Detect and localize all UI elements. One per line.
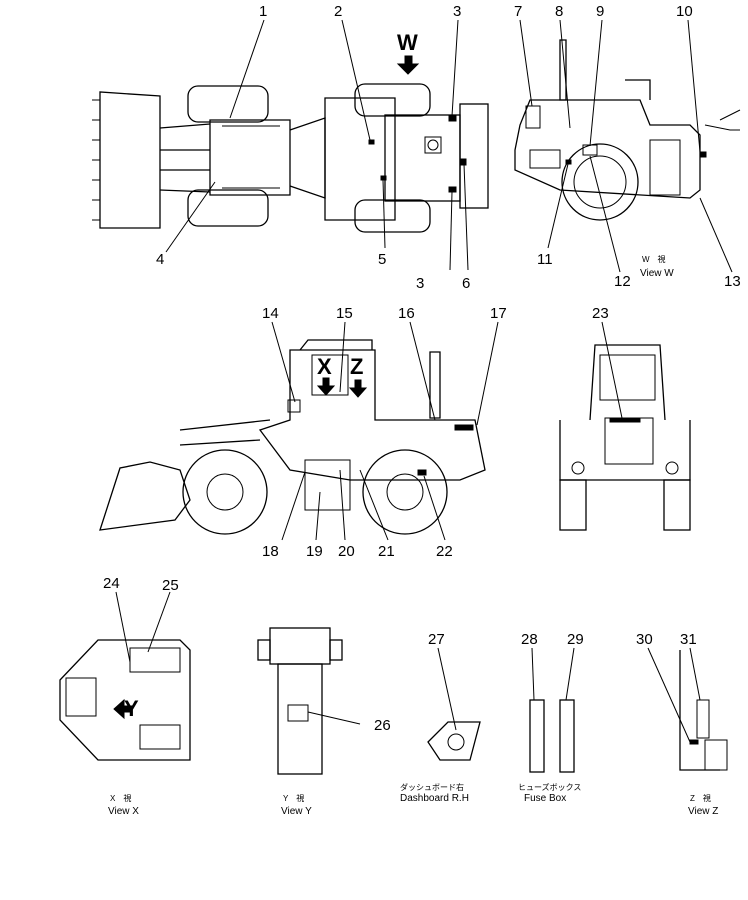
svg-text:W: W: [397, 30, 418, 55]
top-view-drawing: [92, 83, 489, 233]
leader-lines: [115, 19, 733, 743]
callout-18: 18: [262, 543, 279, 560]
callout-3b: 3: [416, 275, 424, 292]
view-x-jp-label: X 視: [110, 794, 131, 803]
callout-8: 8: [555, 3, 563, 20]
callout-26: 26: [374, 717, 391, 734]
svg-text:Y: Y: [124, 696, 139, 721]
view-z-drawing: [679, 650, 728, 771]
callout-24: 24: [103, 575, 120, 592]
view-z-arrow: Z: [348, 354, 368, 398]
svg-text:Z: Z: [350, 354, 363, 379]
fusebox-jp-label: ヒューズボックス: [518, 782, 581, 792]
callout-23: 23: [592, 305, 609, 322]
callout-16: 16: [398, 305, 415, 322]
callout-1: 1: [259, 3, 267, 20]
callout-7: 7: [514, 3, 522, 20]
callout-30: 30: [636, 631, 653, 648]
callout-11: 11: [537, 251, 553, 268]
callout-29: 29: [567, 631, 584, 648]
callout-28: 28: [521, 631, 538, 648]
view-labels: W 視 View W X 視 View X Y 視 View Y ダッシュボード…: [108, 255, 718, 817]
callout-22: 22: [436, 543, 453, 560]
callout-9: 9: [596, 3, 604, 20]
callout-21: 21: [378, 543, 395, 560]
callout-14: 14: [262, 305, 279, 322]
callout-10: 10: [676, 3, 693, 20]
callout-12: 12: [614, 273, 631, 290]
view-x-label: View X: [108, 806, 139, 817]
view-x-arrow: X: [316, 354, 336, 396]
callout-25: 25: [162, 577, 179, 594]
callout-4: 4: [156, 251, 164, 268]
callout-27: 27: [428, 631, 445, 648]
callout-numbers: 1 2 3 4 5 3 6 7 8 9 10 11 12 13 14 15 16…: [103, 3, 741, 734]
svg-text:X: X: [317, 354, 332, 379]
fusebox-label: Fuse Box: [524, 793, 566, 804]
view-z-label: View Z: [688, 806, 718, 817]
view-w-arrow: W: [396, 30, 420, 75]
view-y-label: View Y: [281, 806, 312, 817]
callout-2: 2: [334, 3, 342, 20]
callout-5: 5: [378, 251, 386, 268]
view-w-jp-label: W 視: [642, 255, 666, 264]
callout-20: 20: [338, 543, 355, 560]
view-x-drawing: Y: [59, 639, 191, 761]
view-w-label: View W: [640, 268, 674, 279]
side-view-drawing: [99, 339, 486, 535]
dashboard-drawing: [427, 721, 481, 761]
callout-6: 6: [462, 275, 470, 292]
front-view-drawing: [559, 344, 691, 531]
callout-13: 13: [724, 273, 741, 290]
dashboard-label: Dashboard R.H: [400, 793, 469, 804]
fusebox-drawing: [529, 699, 575, 773]
callout-19: 19: [306, 543, 323, 560]
view-y-drawing: [257, 627, 343, 775]
view-y-jp-label: Y 視: [283, 794, 304, 803]
callout-3a: 3: [453, 3, 461, 20]
view-z-jp-label: Z 視: [690, 794, 711, 803]
view-w-drawing: [514, 39, 741, 221]
callout-17: 17: [490, 305, 507, 322]
callout-15: 15: [336, 305, 353, 322]
callout-31: 31: [680, 631, 697, 648]
dashboard-jp-label: ダッシュボード右: [400, 782, 464, 792]
